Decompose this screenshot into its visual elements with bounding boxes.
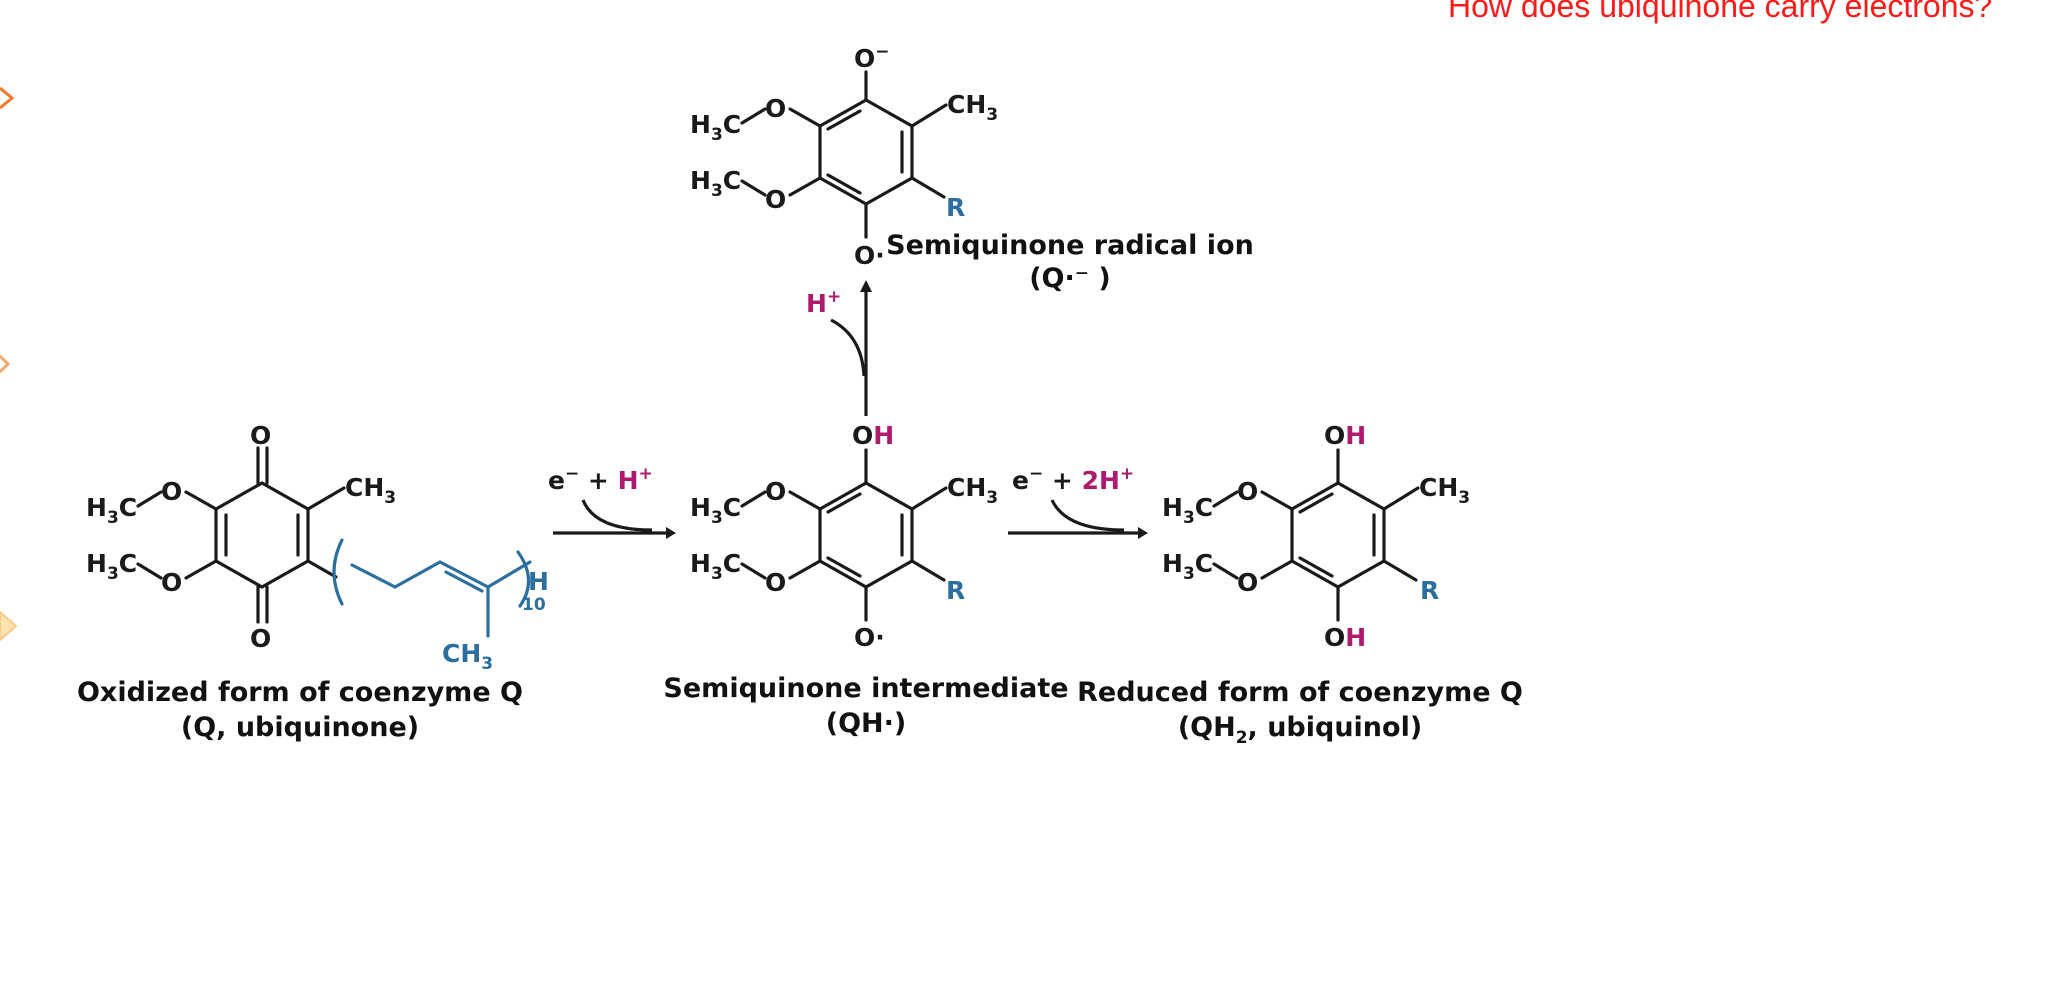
caption-radical-line2: (Q·⁻ )	[1029, 263, 1111, 294]
methyl-h3c-1: H3C	[86, 493, 137, 528]
methyl-ch3: CH3	[947, 90, 998, 125]
reagent-2: e− + 2H+	[1012, 464, 1134, 495]
methoxy-oxygen-2: O	[765, 568, 786, 597]
tail-ch3: CH3	[442, 639, 493, 674]
methyl-h3c-2: H3C	[690, 549, 741, 584]
repeat-count: 10	[522, 595, 546, 615]
oxygen-bottom: O	[250, 624, 271, 653]
methoxy-oxygen-2: O	[161, 568, 182, 597]
hydroxyl-oxygen: OH	[852, 421, 894, 450]
caption-reduced-line1: Reduced form of coenzyme Q	[1077, 677, 1523, 708]
methyl-ch3: CH3	[345, 473, 396, 508]
methoxy-oxygen-2: O	[1237, 568, 1258, 597]
caption-reduced-line2: (QH2, ubiquinol)	[1178, 712, 1422, 748]
methyl-h3c-1: H3C	[1162, 493, 1213, 528]
molecule-ubiquinol: OH OH O O H3C H3C CH3 R Reduced form of …	[1077, 421, 1523, 748]
caption-intermediate-line1: Semiquinone intermediate	[663, 673, 1068, 704]
methoxy-oxygen-2: O	[765, 185, 786, 214]
methoxy-oxygen-1: O	[765, 477, 786, 506]
methyl-h3c-2: H3C	[86, 549, 137, 584]
oxygen-top: O	[250, 421, 271, 450]
molecule-semiquinone: OH O· O O H3C H3C CH3 R Semiquinone inte…	[663, 421, 1068, 739]
reaction-arrow-2: e− + 2H+	[1008, 464, 1148, 539]
methyl-h3c-1: H3C	[690, 493, 741, 528]
caption-intermediate-line2: (QH·)	[826, 708, 907, 739]
oxide-oxygen: O−	[854, 42, 890, 73]
slide-decoration	[0, 86, 18, 642]
caption-oxidized-line1: Oxidized form of coenzyme Q	[77, 677, 523, 708]
r-group: R	[946, 193, 965, 222]
tail-terminal-h: H	[528, 567, 549, 596]
reagent-proton-released: H+	[806, 287, 841, 318]
methoxy-oxygen-1: O	[161, 477, 182, 506]
hydroxyl-bottom: OH	[1324, 623, 1366, 652]
slide-question: How does ubiquinone carry electrons?	[1448, 0, 1993, 24]
methyl-h3c-1: H3C	[690, 110, 741, 145]
methoxy-oxygen-1: O	[765, 94, 786, 123]
radical-oxygen: O·	[854, 623, 885, 652]
reaction-arrow-1: e− + H+	[548, 464, 676, 539]
methyl-h3c-2: H3C	[1162, 549, 1213, 584]
reaction-arrow-up: H+	[806, 280, 872, 416]
methyl-ch3: CH3	[947, 473, 998, 508]
molecule-radical-ion: O− O· O O H3C H3C CH3 R Semiquinone radi…	[690, 42, 1254, 294]
methyl-ch3: CH3	[1419, 473, 1470, 508]
hydroxyl-top: OH	[1324, 421, 1366, 450]
caption-oxidized-line2: (Q, ubiquinone)	[181, 712, 419, 743]
r-group: R	[1420, 576, 1439, 605]
molecule-ubiquinone: O O O O H3C H3C CH3 CH3 H 10 Oxidized fo…	[77, 421, 549, 743]
radical-oxygen: O·	[854, 241, 885, 270]
methoxy-oxygen-1: O	[1237, 477, 1258, 506]
r-group: R	[946, 576, 965, 605]
reagent-1: e− + H+	[548, 464, 653, 495]
caption-radical-line1: Semiquinone radical ion	[886, 230, 1254, 261]
methyl-h3c-2: H3C	[690, 166, 741, 201]
